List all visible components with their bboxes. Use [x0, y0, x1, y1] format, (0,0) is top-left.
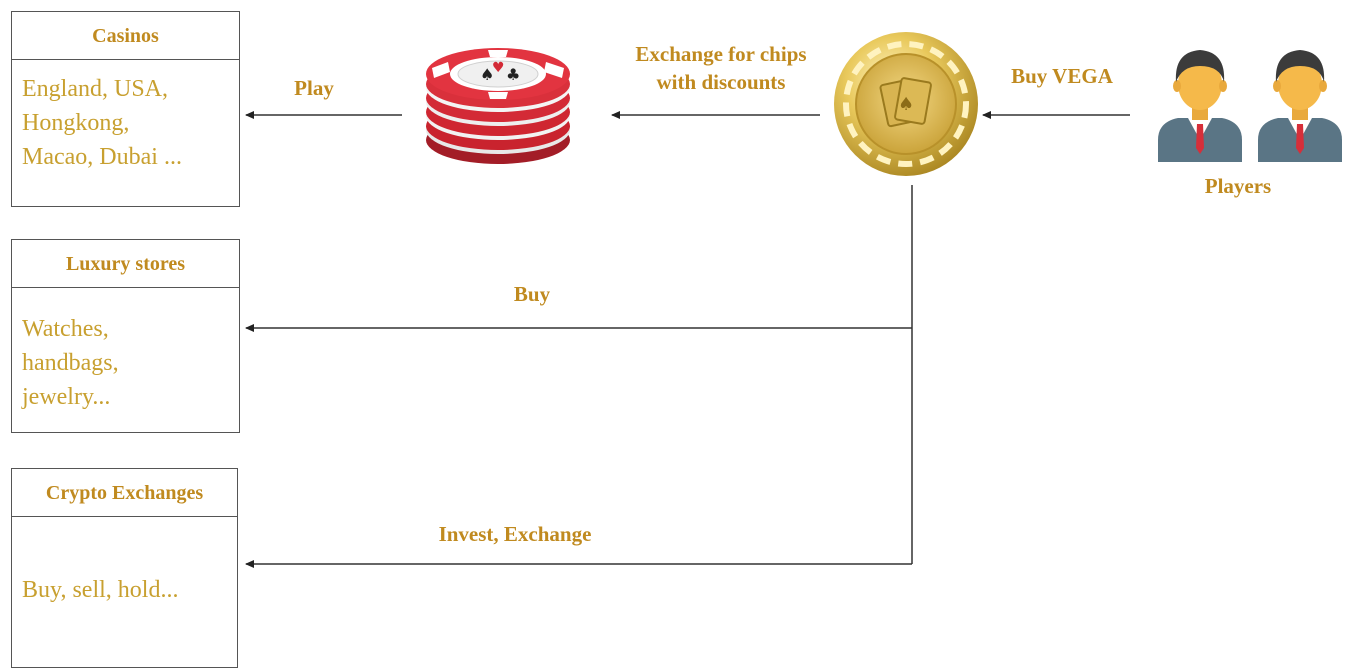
exchange-label-line2: with discounts: [656, 70, 786, 94]
svg-text:♠: ♠: [480, 65, 494, 84]
invest-exchange-label: Invest, Exchange: [438, 522, 592, 546]
crypto-exchanges-title: Crypto Exchanges: [12, 469, 237, 517]
casinos-title: Casinos: [12, 12, 239, 60]
poker-chips-icon: ♠ ♥ ♣: [426, 48, 570, 164]
crypto-line: Buy, sell, hold...: [22, 577, 179, 603]
buy-vega-label: Buy VEGA: [1011, 64, 1113, 88]
luxury-stores-box: Luxury stores Watches, handbags, jewelry…: [11, 239, 240, 433]
player-icon: [1258, 50, 1342, 162]
casinos-line: England, USA,: [22, 76, 168, 102]
luxury-line: Watches,: [22, 316, 109, 342]
casinos-box: Casinos England, USA, Hongkong, Macao, D…: [11, 11, 240, 207]
svg-text:♠: ♠: [898, 94, 914, 115]
luxury-stores-title: Luxury stores: [12, 240, 239, 288]
luxury-stores-body: Watches, handbags, jewelry...: [12, 288, 239, 414]
exchange-label-line1: Exchange for chips: [635, 42, 807, 66]
exchange-label: Exchange for chips with discounts: [606, 40, 836, 96]
casinos-body: England, USA, Hongkong, Macao, Dubai ...: [12, 60, 239, 174]
casinos-line: Macao, Dubai ...: [22, 144, 182, 170]
svg-text:♣: ♣: [506, 65, 520, 84]
casinos-line: Hongkong,: [22, 110, 130, 136]
buy-label: Buy: [513, 282, 551, 306]
svg-text:♥: ♥: [492, 60, 505, 76]
player-icon: [1158, 50, 1242, 162]
luxury-line: jewelry...: [22, 384, 111, 410]
gold-coin-icon: ♠: [834, 32, 978, 176]
luxury-line: handbags,: [22, 350, 119, 376]
players-label: Players: [1204, 174, 1272, 198]
play-label: Play: [294, 76, 334, 100]
crypto-exchanges-box: Crypto Exchanges Buy, sell, hold...: [11, 468, 238, 668]
crypto-body: Buy, sell, hold...: [12, 517, 237, 607]
